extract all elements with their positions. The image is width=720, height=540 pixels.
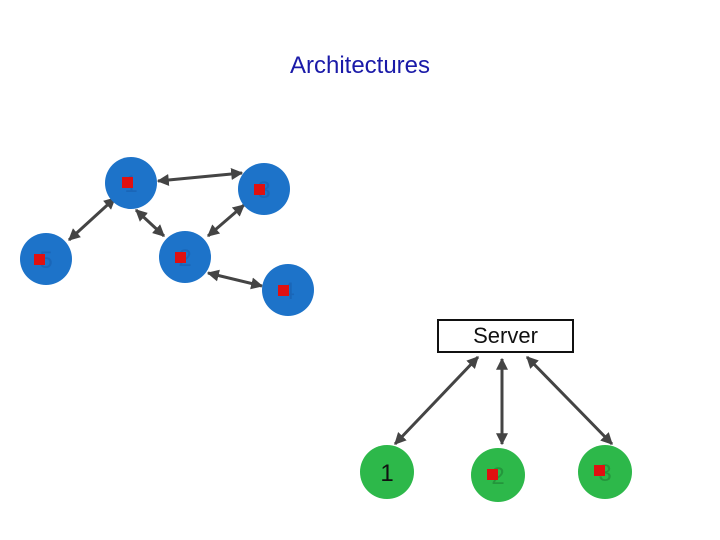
edge-1-3 <box>156 168 244 186</box>
server-label: Server <box>473 323 538 348</box>
client-node-1: 1 <box>360 445 414 499</box>
edge-2-3 <box>207 203 245 238</box>
edge-1-5 <box>67 196 117 242</box>
p2p-node-4: 4 <box>262 264 314 316</box>
node-circle <box>20 233 72 285</box>
marker-icon <box>278 285 289 296</box>
p2p-edges <box>67 168 264 290</box>
edge-2-4 <box>206 269 264 290</box>
page-title: Architectures <box>289 52 431 79</box>
p2p-node-3: 3 <box>238 163 290 215</box>
marker-icon <box>487 469 498 480</box>
marker-icon <box>34 254 45 265</box>
client-node-3: 3 <box>578 445 632 499</box>
node-label: 1 <box>380 460 393 487</box>
marker-icon <box>254 184 265 195</box>
node-circle <box>360 445 414 499</box>
node-label: 5 <box>39 247 52 274</box>
p2p-node-2: 2 <box>159 231 211 283</box>
edge-1-2 <box>134 208 166 238</box>
marker-icon <box>594 465 605 476</box>
edge-server-c3 <box>525 355 614 446</box>
marker-icon <box>122 177 133 188</box>
client-server-edges <box>393 355 614 446</box>
marker-icon <box>175 252 186 263</box>
server-box: Server <box>437 319 574 353</box>
edge-server-c1 <box>393 355 480 446</box>
client-node-2: 2 <box>471 448 525 502</box>
p2p-node-1: 1 <box>105 157 157 209</box>
p2p-node-5: 5 <box>20 233 72 285</box>
